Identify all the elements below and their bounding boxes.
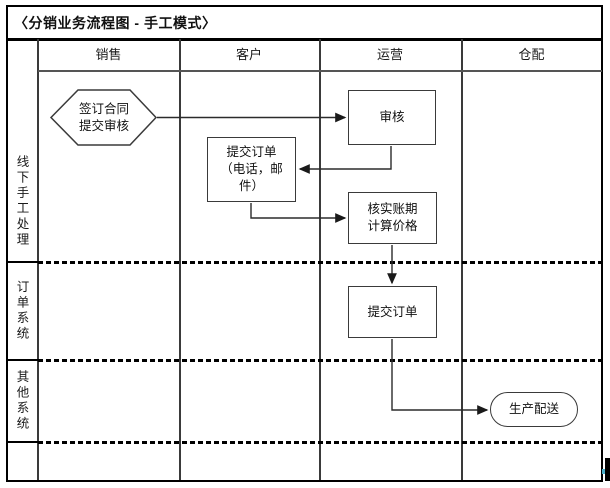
node-customer-submit-order: 提交订单 （电话，邮 件）	[207, 137, 296, 202]
row-label-order-system: 订单系统	[14, 280, 29, 342]
node-verify-terms-price: 核实账期 计算价格	[348, 192, 437, 244]
row-label-other-system: 其他系统	[14, 370, 29, 432]
lane-header-sales: 销售	[95, 47, 122, 62]
row-label-column-divider	[37, 39, 39, 480]
row-label-divider-3	[7, 441, 38, 443]
row-label-divider-2	[7, 359, 38, 361]
node-production-delivery: 生产配送	[490, 392, 578, 427]
row-label-divider-1	[7, 261, 38, 263]
row-divider-dotted-3	[38, 441, 602, 444]
node-sign-contract: 签订合同 提交审核	[78, 101, 129, 133]
lane-divider-customer-operations	[319, 39, 321, 480]
diagram-title-bar: 〈分销业务流程图 - 手工模式〉	[6, 5, 603, 40]
node-review: 审核	[348, 90, 436, 145]
row-divider-dotted-1	[38, 261, 602, 264]
lane-header-operations: 运营	[376, 47, 403, 62]
lane-divider-operations-warehouse	[461, 39, 463, 480]
selection-handle-artifact	[602, 469, 605, 474]
row-divider-dotted-2	[38, 359, 602, 362]
row-label-offline-manual: 线下手工处理	[14, 154, 29, 248]
lane-header-customer: 客户	[235, 47, 262, 62]
diagram-title: 〈分销业务流程图 - 手工模式〉	[14, 14, 217, 31]
lane-header-warehouse: 仓配	[518, 47, 545, 62]
lane-divider-sales-customer	[179, 39, 181, 480]
node-system-submit-order: 提交订单	[348, 286, 437, 338]
scrollbar-thumb[interactable]	[605, 458, 610, 481]
lane-header-underline	[38, 70, 602, 72]
